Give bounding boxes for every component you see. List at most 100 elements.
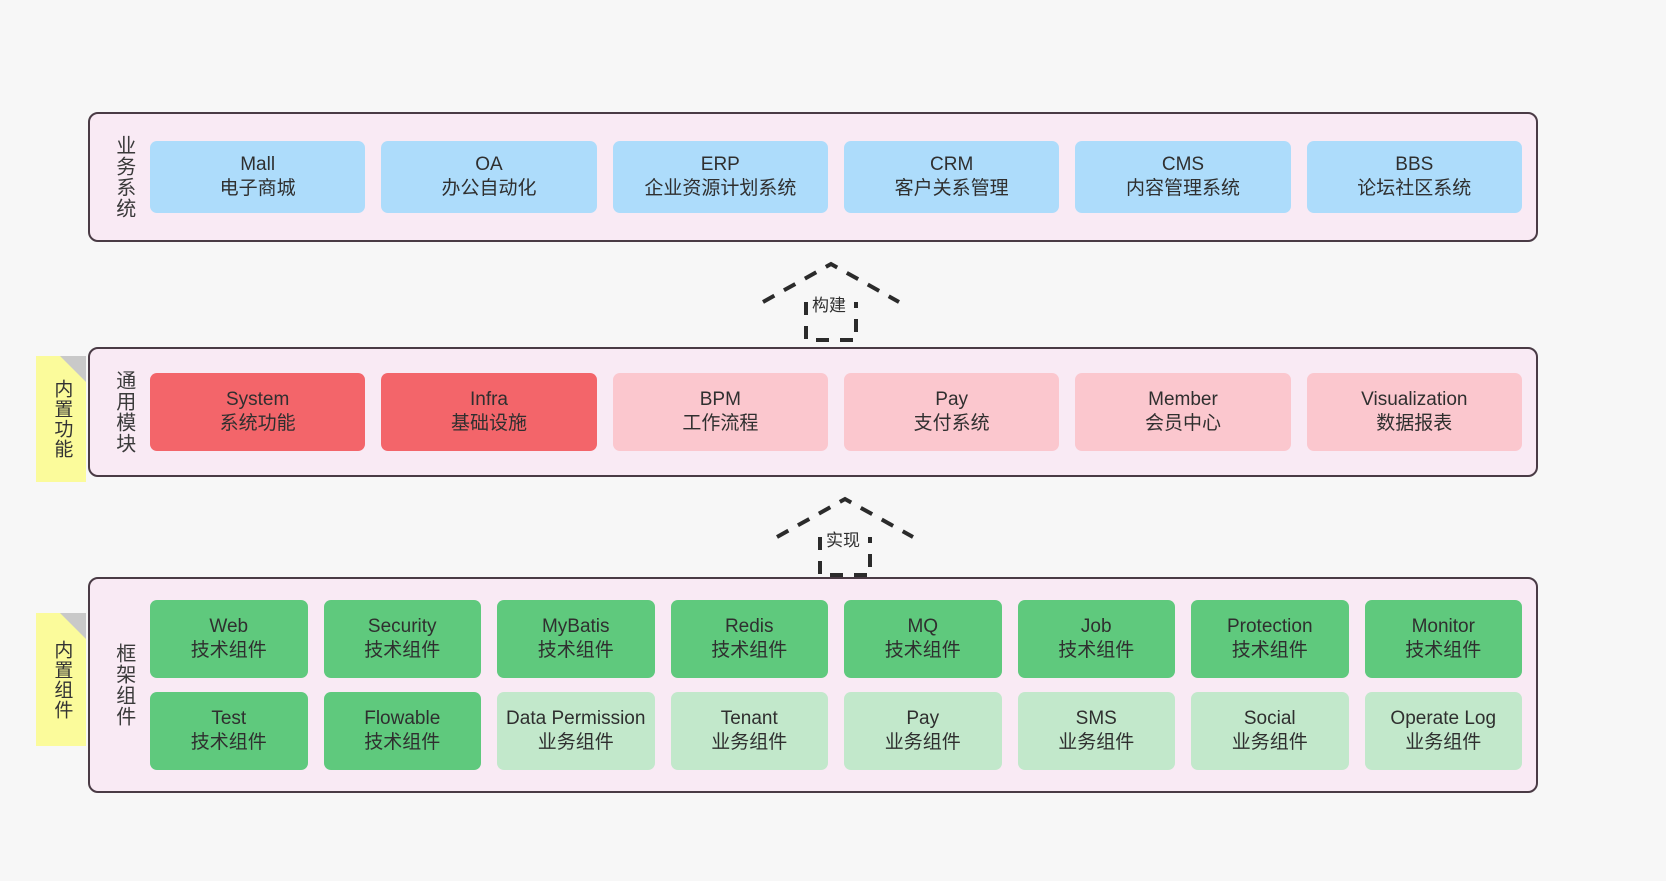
layer-title-framework-components: 框架组件 xyxy=(112,643,135,727)
node-label-en: Job xyxy=(1080,615,1112,637)
layer-body-business-systems: Mall 电子商城 OA 办公自动化 ERP 企业资源计划系统 CRM 客户关系… xyxy=(146,114,1536,240)
node-bpm[interactable]: BPM 工作流程 xyxy=(612,373,828,451)
connector-implement: 实现 xyxy=(772,493,918,579)
connector-label-implement: 实现 xyxy=(826,531,860,550)
node-system[interactable]: System 系统功能 xyxy=(150,373,366,451)
node-infra[interactable]: Infra 基础设施 xyxy=(381,373,597,451)
node-oa[interactable]: OA 办公自动化 xyxy=(381,141,597,213)
node-label-en: MQ xyxy=(907,615,939,637)
note-label: 内置功能 xyxy=(51,379,73,459)
node-bbs[interactable]: BBS 论坛社区系统 xyxy=(1306,141,1522,213)
node-crm[interactable]: CRM 客户关系管理 xyxy=(843,141,1060,213)
note-fold-corner xyxy=(60,613,86,639)
layer-row: System 系统功能 Infra 基础设施 BPM 工作流程 Pay 支付系统… xyxy=(150,373,1522,451)
node-label-en: Social xyxy=(1243,707,1296,729)
node-label-en: Redis xyxy=(724,615,774,637)
node-label-cn: 业务组件 xyxy=(884,732,961,753)
node-job[interactable]: Job 技术组件 xyxy=(1017,600,1175,678)
node-label-en: Flowable xyxy=(364,707,441,729)
node-label-cn: 技术组件 xyxy=(1231,640,1308,661)
node-tenant[interactable]: Tenant 业务组件 xyxy=(670,692,828,770)
node-web[interactable]: Web 技术组件 xyxy=(150,600,308,678)
node-mq[interactable]: MQ 技术组件 xyxy=(844,600,1002,678)
node-label-cn: 技术组件 xyxy=(364,640,441,661)
node-label-cn: 支付系统 xyxy=(913,413,990,434)
node-label-en: Web xyxy=(209,615,249,637)
node-label-cn: 业务组件 xyxy=(1231,732,1308,753)
node-social[interactable]: Social 业务组件 xyxy=(1191,692,1349,770)
layer-row: Web 技术组件 Security 技术组件 MyBatis 技术组件 Redi… xyxy=(150,600,1522,678)
node-label-cn: 技术组件 xyxy=(1405,640,1482,661)
layer-row: Mall 电子商城 OA 办公自动化 ERP 企业资源计划系统 CRM 客户关系… xyxy=(150,141,1522,213)
node-label-en: Test xyxy=(211,707,247,729)
layer-body-framework-components: Web 技术组件 Security 技术组件 MyBatis 技术组件 Redi… xyxy=(146,579,1536,791)
node-sms[interactable]: SMS 业务组件 xyxy=(1017,692,1175,770)
node-label-en: Member xyxy=(1148,388,1218,410)
node-label-en: SMS xyxy=(1075,707,1117,729)
node-label-en: OA xyxy=(475,153,503,175)
node-label-cn: 技术组件 xyxy=(711,640,788,661)
layer-row: Test 技术组件 Flowable 技术组件 Data Permission … xyxy=(150,692,1522,770)
node-label-en: Infra xyxy=(469,388,508,410)
node-label-en: CMS xyxy=(1161,153,1205,175)
node-redis[interactable]: Redis 技术组件 xyxy=(670,600,828,678)
node-label-en: Pay xyxy=(906,707,940,729)
node-label-cn: 办公自动化 xyxy=(441,178,537,199)
arrow-head-dashed xyxy=(762,261,900,304)
node-pay-component[interactable]: Pay 业务组件 xyxy=(844,692,1002,770)
node-label-en: Pay xyxy=(935,388,969,410)
node-monitor[interactable]: Monitor 技术组件 xyxy=(1364,600,1522,678)
node-label-en: Data Permission xyxy=(506,707,646,729)
layer-title-business-systems: 业务系统 xyxy=(112,135,135,219)
arrow-stem-dashed xyxy=(804,302,858,342)
node-member[interactable]: Member 会员中心 xyxy=(1075,373,1291,451)
node-security[interactable]: Security 技术组件 xyxy=(323,600,481,678)
node-label-cn: 技术组件 xyxy=(537,640,614,661)
node-erp[interactable]: ERP 企业资源计划系统 xyxy=(612,141,828,213)
node-label-cn: 业务组件 xyxy=(1405,732,1482,753)
layer-body-common-modules: System 系统功能 Infra 基础设施 BPM 工作流程 Pay 支付系统… xyxy=(146,349,1536,475)
node-label-en: Visualization xyxy=(1361,388,1468,410)
node-label-cn: 电子商城 xyxy=(219,178,296,199)
layer-business-systems: 业务系统 Mall 电子商城 OA 办公自动化 ERP 企业资源计划系统 CRM… xyxy=(88,112,1538,242)
node-label-cn: 数据报表 xyxy=(1376,413,1453,434)
layer-title-common-modules: 通用模块 xyxy=(112,370,135,454)
note-label: 内置组件 xyxy=(51,639,73,720)
node-label-cn: 工作流程 xyxy=(682,413,759,434)
node-label-en: BPM xyxy=(699,388,741,410)
node-label-cn: 系统功能 xyxy=(219,413,296,434)
node-label-cn: 基础设施 xyxy=(450,413,527,434)
node-cms[interactable]: CMS 内容管理系统 xyxy=(1075,141,1291,213)
node-label-cn: 业务组件 xyxy=(537,732,614,753)
node-label-cn: 论坛社区系统 xyxy=(1357,178,1472,199)
node-label-cn: 技术组件 xyxy=(884,640,961,661)
node-label-en: Operate Log xyxy=(1390,707,1497,729)
connector-label-build: 构建 xyxy=(812,296,846,315)
node-label-cn: 业务组件 xyxy=(1058,732,1135,753)
node-label-cn: 技术组件 xyxy=(190,732,267,753)
node-label-cn: 企业资源计划系统 xyxy=(644,178,797,199)
node-label-en: Mall xyxy=(240,153,276,175)
node-label-en: Security xyxy=(367,615,437,637)
node-mybatis[interactable]: MyBatis 技术组件 xyxy=(497,600,655,678)
node-label-cn: 业务组件 xyxy=(711,732,788,753)
layer-framework-components: 框架组件 Web 技术组件 Security 技术组件 MyBatis 技术组件… xyxy=(88,577,1538,793)
node-label-cn: 技术组件 xyxy=(1058,640,1135,661)
node-label-en: Tenant xyxy=(720,707,778,729)
node-protection[interactable]: Protection 技术组件 xyxy=(1191,600,1349,678)
node-label-cn: 技术组件 xyxy=(190,640,267,661)
arrow-stem-dashed xyxy=(818,537,872,577)
node-mall[interactable]: Mall 电子商城 xyxy=(150,141,366,213)
node-flowable[interactable]: Flowable 技术组件 xyxy=(323,692,481,770)
node-test[interactable]: Test 技术组件 xyxy=(150,692,308,770)
node-pay[interactable]: Pay 支付系统 xyxy=(843,373,1060,451)
node-label-cn: 技术组件 xyxy=(364,732,441,753)
node-operate-log[interactable]: Operate Log 业务组件 xyxy=(1364,692,1522,770)
connector-build: 构建 xyxy=(758,258,904,344)
node-data-permission[interactable]: Data Permission 业务组件 xyxy=(497,692,655,770)
note-fold-corner xyxy=(60,356,86,382)
node-label-en: Protection xyxy=(1226,615,1313,637)
node-visualization[interactable]: Visualization 数据报表 xyxy=(1306,373,1522,451)
node-label-cn: 会员中心 xyxy=(1144,413,1221,434)
